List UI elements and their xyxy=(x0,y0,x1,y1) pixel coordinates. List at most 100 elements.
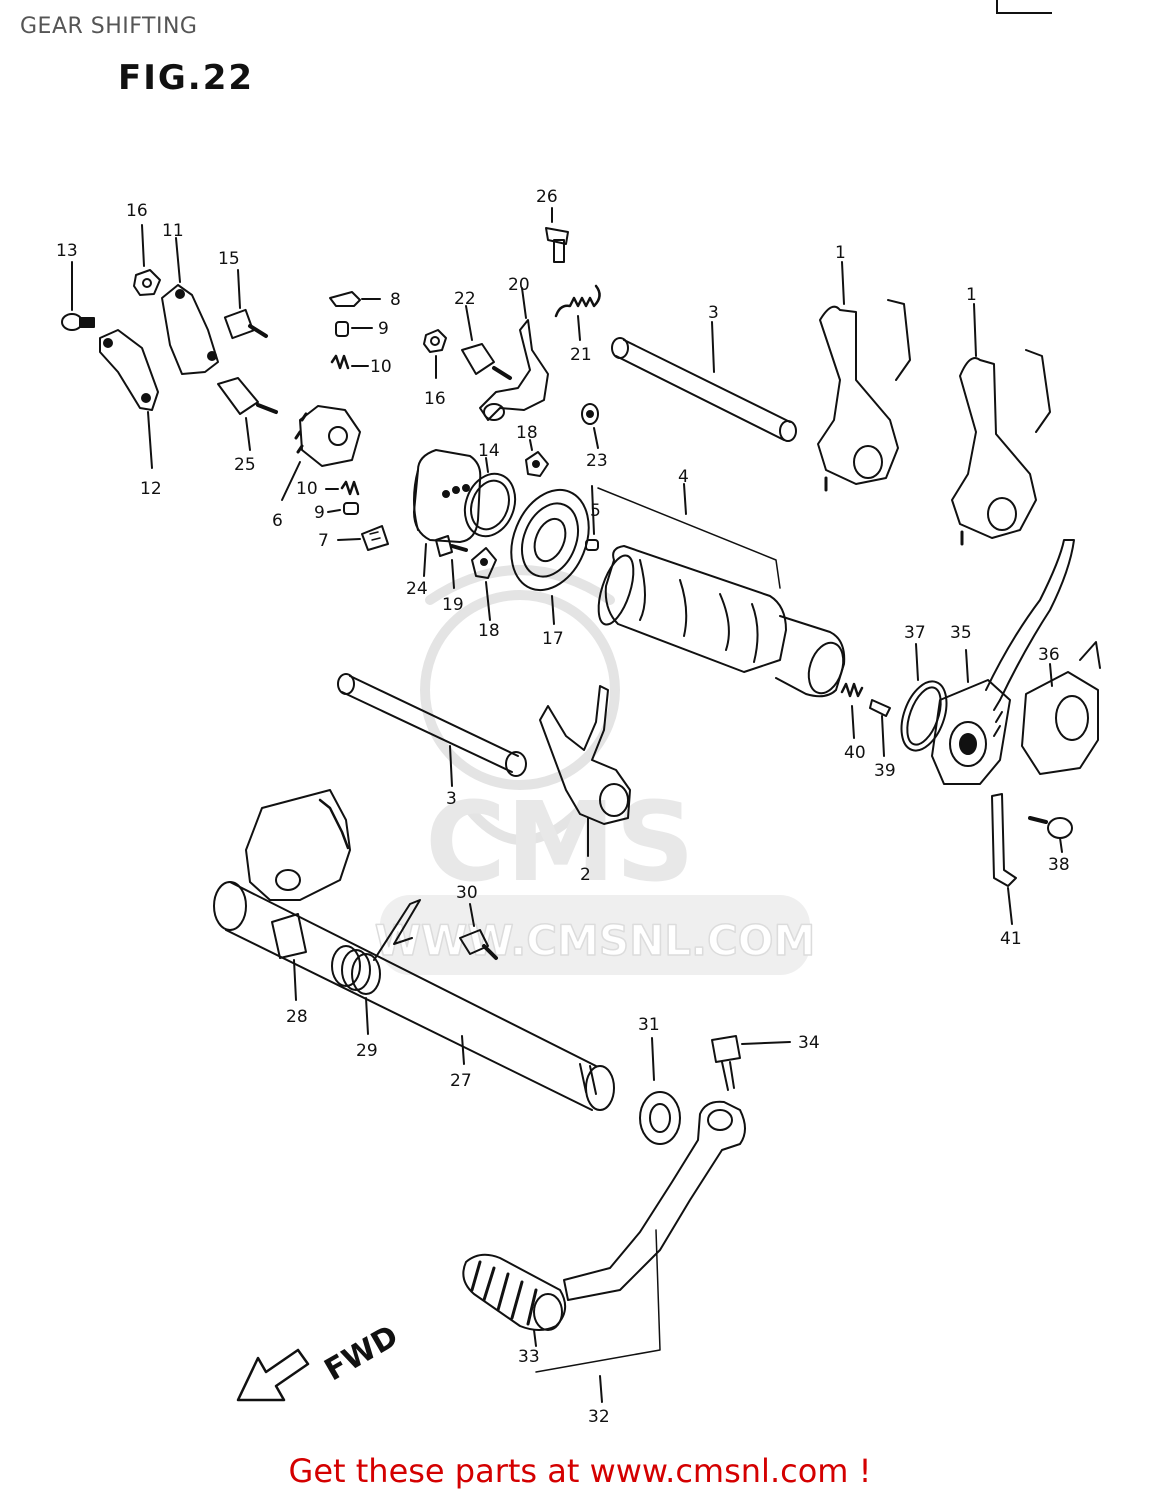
part-8-pawl xyxy=(329,291,381,307)
label-part-39: 39 xyxy=(874,761,896,781)
part-16-nut-lower xyxy=(423,329,447,379)
label-part-6: 6 xyxy=(272,511,283,531)
part-21-spring xyxy=(554,284,601,341)
part-26-bolt xyxy=(545,207,569,263)
label-part-30: 30 xyxy=(456,883,478,903)
watermark-text-group: CMS WWW.CMSNL.COM xyxy=(374,778,816,975)
label-part-31: 31 xyxy=(638,1015,660,1035)
label-part-1-b: 1 xyxy=(966,285,977,305)
label-part-37: 37 xyxy=(904,623,926,643)
label-part-28: 28 xyxy=(286,1007,308,1027)
part-19-bolt xyxy=(435,535,468,589)
label-part-34: 34 xyxy=(798,1033,820,1053)
label-part-32: 32 xyxy=(588,1407,610,1427)
part-16-nut-upper xyxy=(133,224,161,296)
part-5-pin xyxy=(585,485,599,551)
part-39-pin xyxy=(869,699,891,757)
watermark-brand: CMS xyxy=(425,778,694,906)
part-29-return-spring xyxy=(331,899,421,1035)
part-4-shift-drum xyxy=(597,483,846,698)
watermark-url-band xyxy=(380,895,810,975)
part-3-shaft-upper xyxy=(611,321,797,442)
part-10-spring-lower xyxy=(325,480,360,496)
label-part-26: 26 xyxy=(536,187,558,207)
exploded-parts-diagram: CMS WWW.CMSNL.COM xyxy=(56,187,1101,1427)
part-15-pin xyxy=(223,269,268,340)
part-35-position-switch xyxy=(931,539,1075,785)
part-25-pin xyxy=(217,377,278,451)
part-34-bolt xyxy=(711,1035,791,1091)
page-title: GEAR SHIFTING xyxy=(20,14,198,39)
part-13-bolt xyxy=(61,261,95,331)
label-part-1-a: 1 xyxy=(835,243,846,263)
forward-label: FWD xyxy=(319,1319,404,1389)
label-part-33: 33 xyxy=(518,1347,540,1367)
label-part-16-b: 16 xyxy=(424,389,446,409)
label-part-10-b: 10 xyxy=(296,479,318,499)
forward-arrow-icon: FWD xyxy=(236,1319,404,1402)
label-part-11: 11 xyxy=(162,221,184,241)
label-part-41: 41 xyxy=(1000,929,1022,949)
label-part-5: 5 xyxy=(590,501,601,521)
part-37-o-ring xyxy=(900,643,948,752)
figure-label: FIG.22 xyxy=(118,58,255,98)
label-part-10-a: 10 xyxy=(370,357,392,377)
label-part-25: 25 xyxy=(234,455,256,475)
label-part-14: 14 xyxy=(478,441,500,461)
label-part-18-b: 18 xyxy=(478,621,500,641)
label-part-29: 29 xyxy=(356,1041,378,1061)
label-part-15: 15 xyxy=(218,249,240,269)
part-9-pin-lower xyxy=(327,502,359,515)
watermark-url: WWW.CMSNL.COM xyxy=(375,916,816,965)
label-part-9-b: 9 xyxy=(314,503,325,523)
part-20-shift-arm xyxy=(479,287,549,421)
part-3-shaft-lower xyxy=(337,673,527,787)
label-part-36: 36 xyxy=(1038,645,1060,665)
part-38-screw xyxy=(1028,816,1073,853)
label-part-19: 19 xyxy=(442,595,464,615)
label-part-27: 27 xyxy=(450,1071,472,1091)
part-18-plate-upper xyxy=(525,439,549,477)
part-9-pin-upper xyxy=(335,321,373,337)
part-40-spring xyxy=(840,682,864,739)
label-part-8: 8 xyxy=(390,290,401,310)
part-18-plate-lower xyxy=(471,547,497,621)
part-12-stopper-arm xyxy=(99,329,159,469)
label-part-21: 21 xyxy=(570,345,592,365)
part-33-footpeg-rubber xyxy=(462,1253,567,1347)
part-1-shift-fork-b xyxy=(951,303,1051,546)
part-1-shift-fork-a xyxy=(817,261,911,492)
footer-link[interactable]: Get these parts at www.cmsnl.com ! xyxy=(288,1452,872,1490)
label-part-3-b: 3 xyxy=(446,789,457,809)
label-part-2: 2 xyxy=(580,865,591,885)
watermark-mascot-cap xyxy=(425,565,615,605)
label-part-13: 13 xyxy=(56,241,78,261)
part-36-switch-cover xyxy=(1021,641,1101,775)
part-10-spring-upper xyxy=(330,354,369,370)
part-30-bolt xyxy=(459,903,498,960)
label-part-17: 17 xyxy=(542,629,564,649)
part-17-bearing xyxy=(510,488,590,625)
label-part-7: 7 xyxy=(318,531,329,551)
label-part-3-a: 3 xyxy=(708,303,719,323)
label-part-20: 20 xyxy=(508,275,530,295)
part-23-washer xyxy=(581,403,599,449)
part-14-ring xyxy=(463,457,517,538)
part-24-housing xyxy=(413,449,482,577)
label-part-18-a: 18 xyxy=(516,423,538,443)
part-22-pin xyxy=(461,305,512,380)
part-number-labels: 1 1 2 3 3 4 5 6 7 8 9 9 10 10 11 12 13 1… xyxy=(56,187,1070,1427)
label-part-12: 12 xyxy=(140,479,162,499)
part-41-clamp xyxy=(991,793,1017,925)
part-31-oil-seal xyxy=(639,1037,681,1145)
label-part-38: 38 xyxy=(1048,855,1070,875)
corner-mark xyxy=(996,0,1052,14)
part-32-gearshift-lever xyxy=(535,1100,746,1403)
label-part-9-a: 9 xyxy=(378,319,389,339)
part-6-shift-cam-plate xyxy=(281,405,361,501)
part-2-shift-fork xyxy=(539,685,631,857)
watermark-mascot-head xyxy=(420,590,620,790)
label-part-16-a: 16 xyxy=(126,201,148,221)
watermark-mascot-body xyxy=(465,805,585,845)
